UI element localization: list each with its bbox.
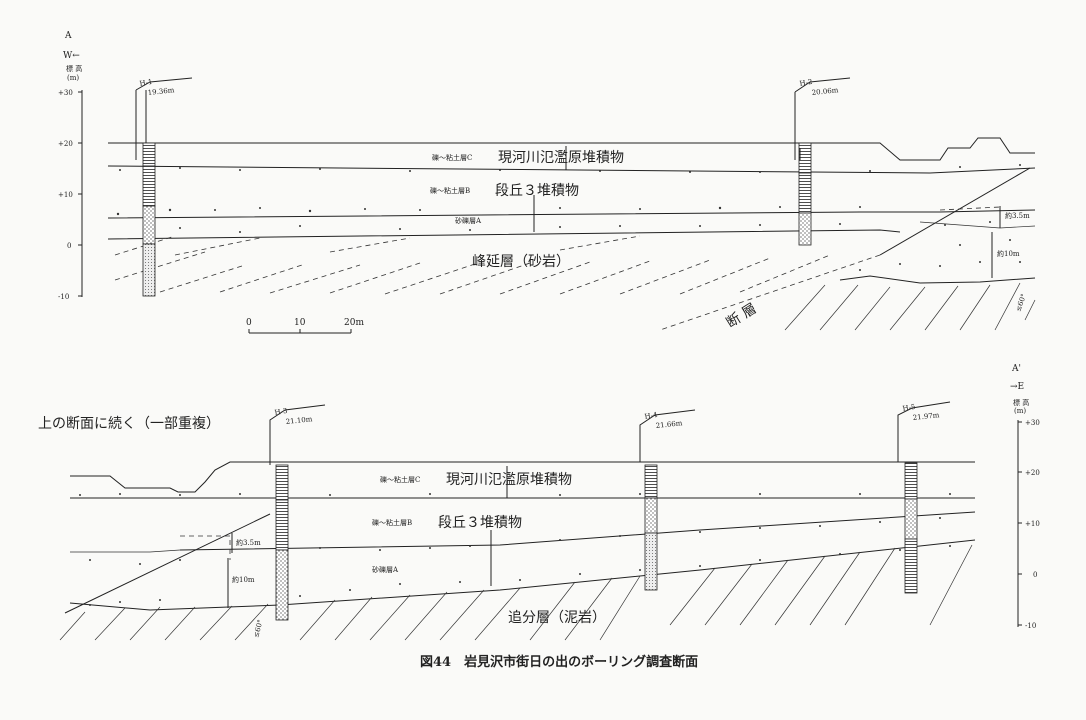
bottom-fault-line [64,513,271,614]
bottom-layer-b-name: 段丘３堆積物 [438,515,522,531]
top-layer-c-name: 現河川氾濫原堆積物 [498,150,624,166]
top-angle-label: ≤60° [1014,293,1028,313]
borehole-h5: H-5 21.97m [897,401,951,594]
borehole-h3: H-3 21.10m [269,404,326,621]
top-boundary-a-bedrock [107,229,901,240]
top-tick-10: +10 [58,191,73,199]
borehole-h1-elevation: 19.36m [147,86,175,97]
top-thickness-3-5: 約3.5m [1005,211,1030,220]
scale-0: 0 [246,318,252,328]
bottom-tick-0: 0 [1033,571,1037,579]
borehole-h2-id: H-2 [799,78,813,88]
borehole-h3-elevation: 21.10m [285,415,313,426]
bottom-section: 上の断面に続く（一部重複） A' →E 標 高 (m) +30 +20 +10 … [38,364,1040,641]
borehole-h1-id: H-1 [139,78,153,88]
bottom-unit: (m) [1014,407,1026,415]
bottom-bedrock-label: 追分層（泥岩） [508,610,606,626]
borehole-h2-elevation: 20.06m [811,86,839,97]
borehole-h3-id: H-3 [274,407,288,417]
top-direction: W← [63,51,80,61]
bottom-point-label: A' [1011,364,1021,374]
bottom-thickness-10: 約10m [232,575,255,584]
bottom-boundary-a-bedrock [69,539,976,611]
figure-caption: 図44 岩見沢市街日の出のボーリング調査断面 [420,654,698,670]
continued-label: 上の断面に続く（一部重複） [38,415,220,432]
top-fault-line [879,167,1031,256]
top-point-label: A [64,31,72,41]
borehole-h4: H-4 21.66m [639,409,696,591]
bottom-elevation-label: 標 高 [1013,398,1029,407]
top-tick-20: +20 [58,140,73,148]
top-layer-a-name: 砂礫層A [455,216,482,225]
top-tick-0: 0 [67,242,71,250]
bottom-layer-b-prefix: 礫～粘土層B [372,518,412,527]
top-boundary-c-b [107,165,1036,174]
top-layer-b-prefix: 礫～粘土層B [430,186,470,195]
top-layer-c-prefix: 礫～粘土層C [432,153,472,162]
bottom-boundary-b-a [179,511,976,551]
top-layer-b-name: 段丘３堆積物 [495,183,579,199]
top-fault-label: 断 層 [724,301,760,332]
bottom-tick-m10: -10 [1025,622,1036,630]
borehole-h2: H-2 20.06m [794,77,851,246]
bottom-layer-c-name: 現河川氾濫原堆積物 [446,472,572,488]
top-bedrock-surface-east [839,275,1036,284]
bottom-tick-20: +20 [1025,469,1040,477]
borehole-h5-id: H-5 [902,403,916,413]
borehole-h5-elevation: 21.97m [912,411,940,422]
scale-10: 10 [294,318,306,328]
bottom-tick-30: +30 [1025,419,1040,427]
bottom-layer-a-name: 砂礫層A [372,565,399,574]
borehole-h4-elevation: 21.66m [655,419,683,430]
borehole-h4-id: H-4 [644,411,659,421]
scale-bar: 0 10 20m [246,318,364,334]
top-thickness-10: 約10m [997,249,1020,258]
borehole-h1: H-1 19.36m [135,77,193,297]
top-boundary-b-a [107,209,1036,219]
bottom-angle-label: ≤60° [252,619,264,639]
top-ground-surface [108,137,1035,161]
top-tick-30: +30 [58,89,73,97]
bottom-layer-c-prefix: 礫～粘土層C [380,475,420,484]
top-tick-m10: -10 [58,293,69,301]
scale-20: 20m [344,318,364,328]
top-elevation-label: 標 高 [66,64,82,73]
bottom-tick-10: +10 [1025,520,1040,528]
top-unit: (m) [67,74,79,82]
bottom-thickness-3-5: 約3.5m [236,538,261,547]
top-section: A W← 標 高 (m) +30 +20 +10 0 -10 [58,31,1036,334]
top-bedrock-label: 峰延層（砂岩） [472,254,570,270]
bottom-direction: →E [1010,382,1024,392]
bottom-ground-surface [70,461,975,493]
